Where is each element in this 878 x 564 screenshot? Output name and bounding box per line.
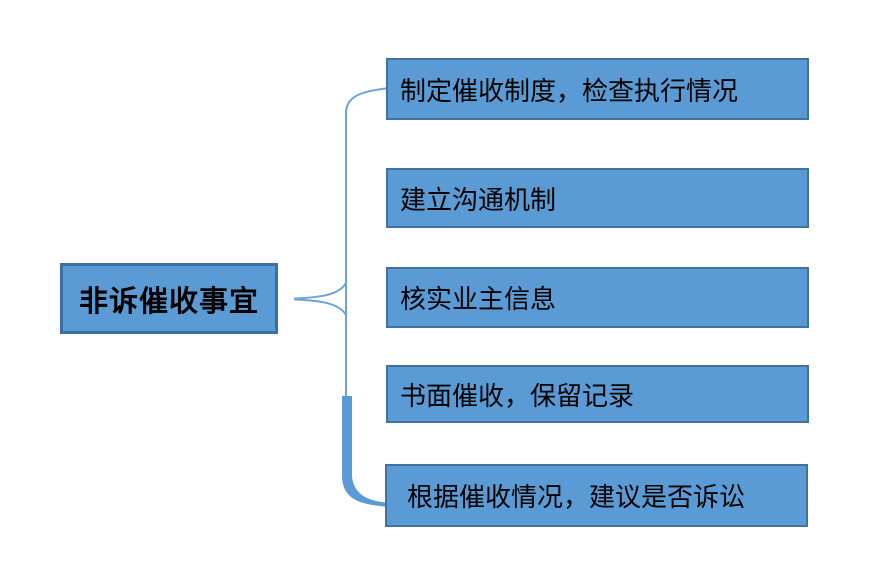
branch-node-2: 建立沟通机制	[386, 168, 809, 228]
branch-node-2-label: 建立沟通机制	[400, 185, 557, 215]
branch-node-5: 根据催收情况，建议是否诉讼	[385, 464, 808, 527]
branch-node-4-label: 书面催收，保留记录	[400, 381, 635, 411]
connector-fork-upper	[294, 282, 347, 300]
connector-fork-lower	[294, 298, 347, 316]
branch-node-5-label: 根据催收情况，建议是否诉讼	[407, 483, 746, 512]
branch-node-1-label: 制定催收制度，检查执行情况	[400, 76, 739, 106]
branch-node-4: 书面催收，保留记录	[386, 365, 809, 423]
root-node-label: 非诉催收事宜	[78, 285, 259, 318]
branch-node-3-label: 核实业主信息	[400, 285, 557, 314]
root-node: 非诉催收事宜	[60, 263, 278, 334]
branch-node-3: 核实业主信息	[386, 267, 809, 328]
connector-top-curve	[345, 87, 387, 114]
branch-node-1: 制定催收制度，检查执行情况	[386, 58, 809, 120]
connector-thick-segment	[342, 396, 386, 507]
